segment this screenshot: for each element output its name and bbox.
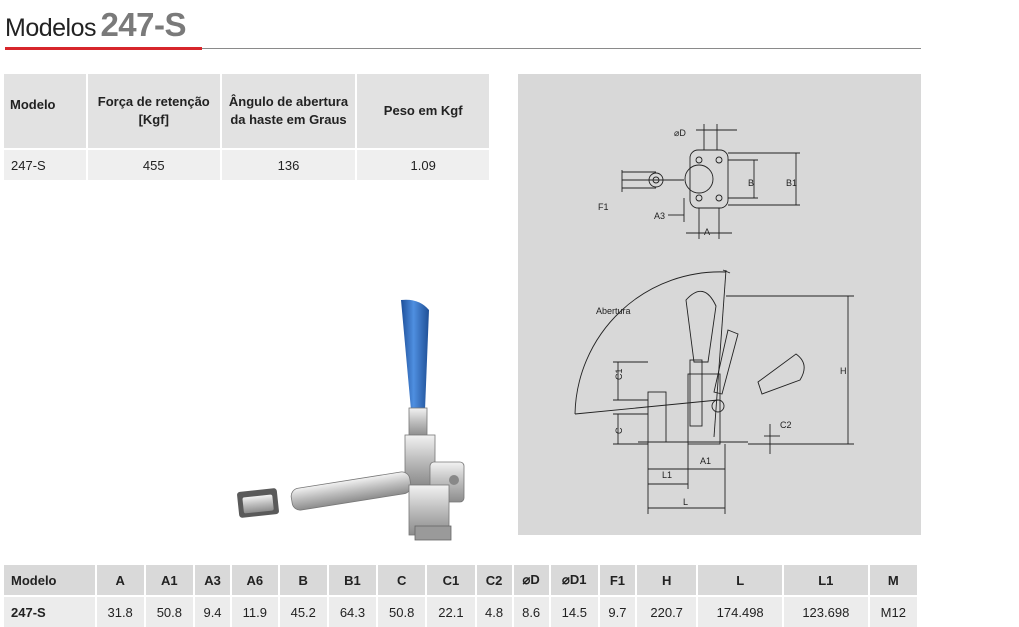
dims-cell: 220.7 <box>635 595 699 627</box>
dims-cell: 31.8 <box>95 595 146 627</box>
spec-cell: 136 <box>220 148 358 180</box>
label-h: H <box>840 366 847 376</box>
spec-cell: 1.09 <box>356 148 491 180</box>
dims-cell: 174.498 <box>697 595 784 627</box>
dims-header-cell: M <box>868 565 920 596</box>
label-abertura: Abertura <box>596 306 631 316</box>
spec-header-force: Força de retenção [Kgf] <box>86 74 222 149</box>
label-b1: B1 <box>786 178 797 188</box>
page-title: Modelos 247-S <box>5 6 187 44</box>
dims-header-cell: L1 <box>783 565 870 596</box>
product-image <box>237 299 465 541</box>
label-c1: C1 <box>614 368 624 380</box>
spec-cell: 247-S <box>4 148 88 180</box>
dims-header-cell: H <box>635 565 699 596</box>
dims-cell: 64.3 <box>327 595 379 627</box>
spec-header-model: Modelo <box>4 74 88 149</box>
spec-header-text: da haste em Graus <box>230 112 347 127</box>
dims-header-cell: C1 <box>426 565 477 596</box>
dims-cell: 9.7 <box>598 595 637 627</box>
title-model: 247-S <box>100 6 187 43</box>
dims-cell: 123.698 <box>783 595 870 627</box>
dims-header-cell: B <box>278 565 329 596</box>
label-c2: C2 <box>780 420 792 430</box>
dims-header-cell: ⌀D1 <box>549 565 600 596</box>
dims-header-cell: C <box>377 565 428 596</box>
label-f1: F1 <box>598 202 609 212</box>
title-divider <box>5 48 921 49</box>
dims-header-cell: B1 <box>327 565 379 596</box>
dims-cell: M12 <box>868 595 920 627</box>
dims-cell: 50.8 <box>377 595 428 627</box>
spec-table: Modelo Força de retenção [Kgf] Ângulo de… <box>4 74 491 180</box>
spec-header-text: Ângulo de abertura <box>228 94 349 109</box>
label-l1: L1 <box>662 470 672 480</box>
dims-cell: 8.6 <box>512 595 551 627</box>
dims-cell: 22.1 <box>426 595 477 627</box>
spec-header-text: [Kgf] <box>138 112 169 127</box>
dims-header-cell: C2 <box>475 565 514 596</box>
label-c: C <box>614 427 624 434</box>
dims-header-cell: L <box>697 565 784 596</box>
spec-header-weight: Peso em Kgf <box>356 74 491 149</box>
spec-header-angle: Ângulo de abertura da haste em Graus <box>220 74 358 149</box>
title-underline <box>5 47 202 50</box>
dims-cell: 11.9 <box>231 595 280 627</box>
dims-cell: 4.8 <box>475 595 514 627</box>
label-l: L <box>683 497 688 507</box>
spec-row: 247-S 455 136 1.09 <box>4 148 491 180</box>
dims-header-cell: F1 <box>598 565 637 596</box>
dims-header-cell: A1 <box>144 565 195 596</box>
dims-header-cell: A3 <box>193 565 233 596</box>
dims-cell: 14.5 <box>549 595 600 627</box>
label-a1: A1 <box>700 456 711 466</box>
technical-drawing: ⌀D B B1 F1 A3 A Abertura C1 C H C2 L1 A1… <box>574 124 854 514</box>
label-b: B <box>748 178 754 188</box>
spec-header-text: Peso em Kgf <box>383 103 463 118</box>
spec-header-text: Força de retenção <box>97 94 210 109</box>
spec-header-text: Modelo <box>10 97 56 112</box>
dims-cell: 9.4 <box>193 595 233 627</box>
dims-header-cell: ⌀D <box>512 565 551 596</box>
dims-header-cell: A <box>95 565 146 596</box>
title-prefix: Modelos <box>5 14 97 42</box>
label-phid: ⌀D <box>674 128 686 138</box>
dims-header-cell: A6 <box>231 565 280 596</box>
label-a3: A3 <box>654 211 665 221</box>
dims-cell: 50.8 <box>144 595 195 627</box>
dims-cell: 45.2 <box>278 595 329 627</box>
spec-header-row: Modelo Força de retenção [Kgf] Ângulo de… <box>4 74 491 149</box>
technical-drawing-panel: ⌀D B B1 F1 A3 A Abertura C1 C H C2 L1 A1… <box>518 74 921 535</box>
spec-cell: 455 <box>86 148 222 180</box>
dims-cell: 247-S <box>4 595 97 627</box>
label-a: A <box>704 227 710 237</box>
dims-header-cell: Modelo <box>4 565 97 596</box>
